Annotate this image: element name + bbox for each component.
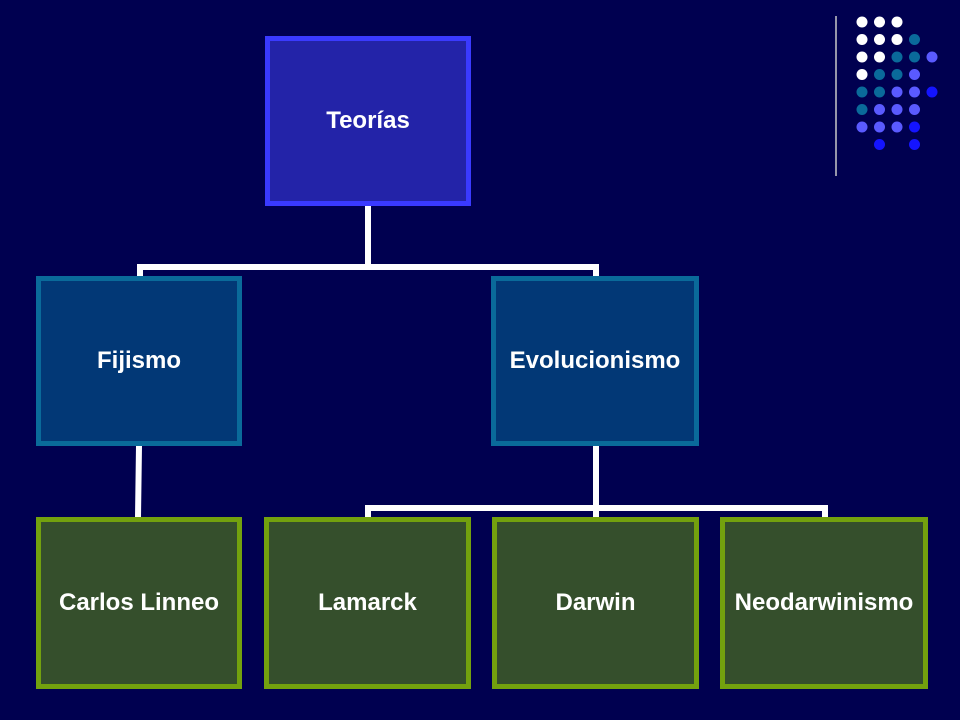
node-darwin: Darwin xyxy=(492,517,699,689)
node-teorias: Teorías xyxy=(265,36,471,206)
node-evolucionismo: Evolucionismo xyxy=(491,276,699,446)
node-lamarck: Lamarck xyxy=(264,517,471,689)
node-fijismo: Fijismo xyxy=(36,276,242,446)
node-carlos-linneo: Carlos Linneo xyxy=(36,517,242,689)
connector-evolucionismo-to-leaves xyxy=(365,443,828,520)
node-neodarwinismo: Neodarwinismo xyxy=(720,517,928,689)
connector-root-to-branches xyxy=(137,203,599,279)
connector-fijismo-to-linneo xyxy=(134,442,143,521)
